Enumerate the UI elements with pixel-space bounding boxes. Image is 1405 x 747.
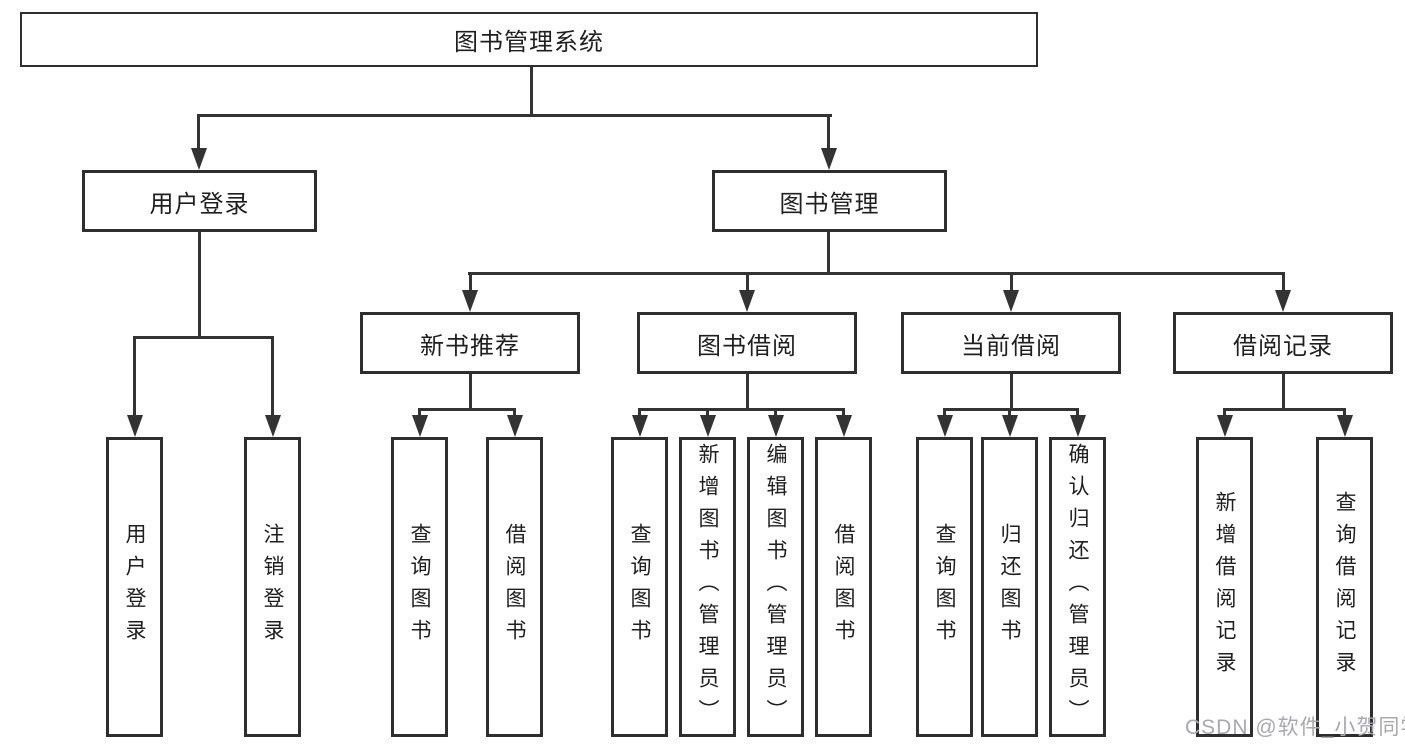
connector-line <box>943 408 946 418</box>
connector-line <box>198 232 201 338</box>
arrow-down-icon <box>411 415 428 437</box>
leaf-confirm-return-admin: 确认归还（管理员） <box>1049 437 1106 737</box>
connector-line <box>827 114 830 150</box>
node-current-borrowing: 当前借阅 <box>901 312 1121 374</box>
node-label: 图书管理 <box>779 190 880 218</box>
node-label: 借阅记录 <box>1233 332 1333 360</box>
arrow-down-icon <box>462 290 478 312</box>
leaf-label: 查询图书 <box>408 523 432 651</box>
leaf-label: 归还图书 <box>998 523 1022 651</box>
connector-line <box>1009 374 1013 411</box>
connector-line <box>745 374 749 411</box>
connector-line <box>827 232 830 274</box>
leaf-label: 查询图书 <box>933 523 957 651</box>
connector-line <box>271 336 274 417</box>
leaf-user-login: 用户登录 <box>106 437 163 737</box>
connector-line <box>197 114 200 150</box>
leaf-label: 新增借阅记录 <box>1213 491 1237 683</box>
arrow-down-icon <box>1003 290 1019 312</box>
leaf-label: 查询借阅记录 <box>1333 491 1357 683</box>
node-label: 图书管理系统 <box>454 29 604 56</box>
arrow-down-icon <box>767 415 784 437</box>
leaf-label: 确认归还（管理员） <box>1066 443 1090 731</box>
node-label: 新书推荐 <box>420 332 520 360</box>
arrow-down-icon <box>1001 415 1018 437</box>
connector-line <box>1223 408 1226 418</box>
connector-line <box>133 336 136 417</box>
leaf-query-books-rec: 查询图书 <box>391 437 448 737</box>
node-label: 当前借阅 <box>961 332 1061 360</box>
arrow-down-icon <box>739 290 755 312</box>
connector-line <box>1281 272 1285 293</box>
node-label: 用户登录 <box>149 190 250 218</box>
arrow-down-icon <box>264 415 281 437</box>
connector-line <box>774 408 777 418</box>
connector-line <box>638 408 641 418</box>
arrow-down-icon <box>1275 290 1291 312</box>
arrow-down-icon <box>820 148 837 170</box>
connector-line <box>638 408 845 411</box>
leaf-return-books: 归还图书 <box>981 437 1038 737</box>
node-label: 图书借阅 <box>697 332 797 360</box>
leaf-label: 用户登录 <box>123 523 147 651</box>
connector-line <box>530 67 533 116</box>
arrow-down-icon <box>631 415 648 437</box>
leaf-borrow-books-rec: 借阅图书 <box>486 437 543 737</box>
leaf-label: 查询图书 <box>628 523 652 651</box>
node-new-book-recommendation: 新书推荐 <box>360 312 580 374</box>
arrow-down-icon <box>506 415 523 437</box>
leaf-label: 新增图书（管理员） <box>696 443 720 731</box>
node-user-login: 用户登录 <box>82 170 317 232</box>
connector-line <box>842 408 845 418</box>
node-book-borrowing: 图书借阅 <box>637 312 857 374</box>
connector-line <box>468 374 472 411</box>
connector-line <box>1009 272 1013 293</box>
connector-line <box>418 408 516 411</box>
leaf-label: 编辑图书（管理员） <box>764 443 788 731</box>
node-borrowing-records: 借阅记录 <box>1173 312 1393 374</box>
csdn-watermark: CSDN @软件_小贺同学 <box>1185 716 1405 739</box>
arrow-down-icon <box>190 148 207 170</box>
connector-line <box>1343 408 1346 418</box>
arrow-down-icon <box>835 415 852 437</box>
leaf-query-books-current: 查询图书 <box>916 437 973 737</box>
connector-line <box>197 114 832 117</box>
arrow-down-icon <box>699 415 716 437</box>
leaf-query-borrow-record: 查询借阅记录 <box>1316 437 1373 737</box>
connector-line <box>468 272 472 293</box>
leaf-add-books-admin: 新增图书（管理员） <box>679 437 736 737</box>
leaf-edit-books-admin: 编辑图书（管理员） <box>747 437 804 737</box>
connector-line <box>513 408 516 418</box>
leaf-add-borrow-record: 新增借阅记录 <box>1196 437 1253 737</box>
connector-line <box>418 408 421 418</box>
connector-line <box>1281 374 1285 411</box>
connector-line <box>1076 408 1079 418</box>
leaf-label: 借阅图书 <box>832 523 856 651</box>
leaf-query-books-borrow: 查询图书 <box>611 437 668 737</box>
connector-line <box>468 272 1284 275</box>
arrow-down-icon <box>1216 415 1233 437</box>
node-book-management: 图书管理 <box>712 170 947 232</box>
connector-line <box>745 272 749 293</box>
arrow-down-icon <box>1336 415 1353 437</box>
node-library-management-system: 图书管理系统 <box>20 12 1038 67</box>
leaf-borrow-books: 借阅图书 <box>815 437 872 737</box>
connector-line <box>1008 408 1011 418</box>
arrow-down-icon <box>126 415 143 437</box>
leaf-logout: 注销登录 <box>244 437 301 737</box>
connector-line <box>1223 408 1346 411</box>
connector-line <box>706 408 709 418</box>
leaf-label: 注销登录 <box>261 523 285 651</box>
connector-line <box>133 336 274 339</box>
arrow-down-icon <box>1069 415 1086 437</box>
leaf-label: 借阅图书 <box>503 523 527 651</box>
arrow-down-icon <box>936 415 953 437</box>
connector-line <box>943 408 1079 411</box>
